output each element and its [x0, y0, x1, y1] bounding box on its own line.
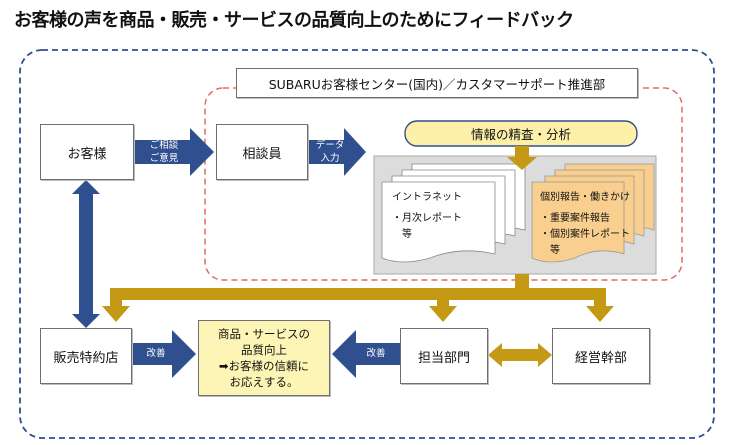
improve-left-label: 改善: [146, 348, 166, 359]
center-header: SUBARUお客様センター(国内)／カスタマーサポート推進部: [236, 68, 638, 98]
dealer-box: 販売特約店: [40, 328, 132, 384]
outer-dashed-frame: [19, 49, 715, 439]
consult-label-line: ご意見: [149, 153, 179, 164]
goal-box: 商品・サービスの 品質向上 ➡お客様の信頼に お応えする。: [198, 320, 330, 396]
customer-dealer-double-arrow: [72, 180, 100, 328]
intranet-doc-stack: [381, 163, 526, 263]
analysis-label: 情報の精査・分析: [470, 127, 571, 142]
data-input-label-line: 入力: [320, 153, 340, 164]
reports-line: 等: [540, 245, 560, 256]
consult-arrow: [134, 128, 214, 176]
consult-label-line: ご相談: [149, 140, 179, 151]
dealer-improve-arrow: [132, 330, 196, 378]
gold-distribution-arrow: [102, 274, 614, 322]
reports-doc: 個別報告・働きかけ ・重要案件報告 ・個別案件レポート 等: [540, 190, 630, 259]
consultant-box: 相談員: [216, 124, 308, 180]
intranet-title: イントラネット: [392, 192, 462, 203]
data-input-arrow: [308, 128, 366, 176]
reports-title: 個別報告・働きかけ: [540, 192, 630, 203]
intranet-doc: イントラネット ・月次レポート 等: [392, 190, 462, 243]
goal-line: 商品・サービスの: [218, 327, 310, 341]
intranet-line: 等: [392, 229, 412, 240]
management-box: 経営幹部: [552, 328, 650, 384]
improve-right-label: 改善: [366, 348, 386, 359]
department-box: 担当部門: [400, 328, 488, 384]
consult-arrow-label: ご相談 ご意見: [140, 139, 188, 165]
data-input-arrow-label: データ 入力: [310, 139, 350, 165]
department-management-double-arrow: [488, 343, 552, 367]
gold-arrow-down-into-panel: [507, 146, 537, 170]
goal-line: お応えする。: [229, 375, 299, 389]
goal-line: 品質向上: [241, 343, 287, 357]
intranet-line: ・月次レポート: [392, 213, 462, 224]
customer-box: お客様: [40, 124, 134, 180]
department-improve-arrow: [332, 330, 400, 378]
page-title: お客様の声を商品・販売・サービスの品質向上のためにフィードバック: [14, 10, 574, 31]
data-input-label-line: データ: [315, 140, 345, 151]
goal-line: ➡お客様の信頼に: [218, 359, 310, 373]
reports-line: ・個別案件レポート: [540, 229, 630, 240]
reports-line: ・重要案件報告: [540, 213, 610, 224]
report-doc-stack: [531, 163, 655, 263]
